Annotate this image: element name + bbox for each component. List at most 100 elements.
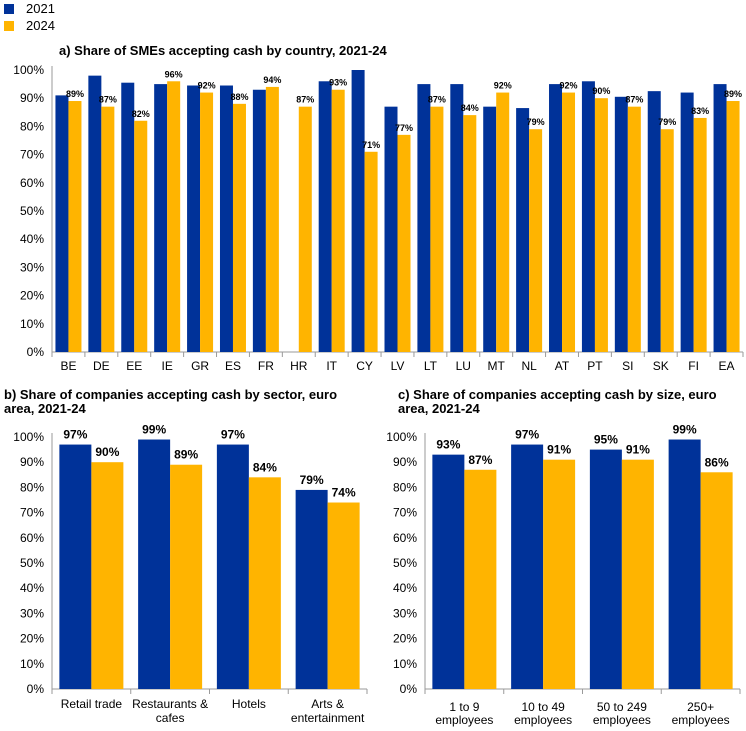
chart-a-ytick-label: 40% bbox=[20, 232, 44, 246]
legend-item-2024: 2024 bbox=[4, 17, 55, 34]
chart-a-bar-2021 bbox=[121, 82, 135, 352]
chart-a-bar-2021 bbox=[647, 91, 661, 353]
chart-a-bar-2021 bbox=[187, 85, 201, 352]
chart-a-ytick-label: 90% bbox=[20, 91, 44, 105]
chart-c-title: c) Share of companies accepting cash by … bbox=[398, 387, 717, 416]
chart-c-data-label-2021: 97% bbox=[515, 428, 539, 442]
chart-a-bar-2021 bbox=[417, 84, 431, 352]
chart-c-category-label: 250+ bbox=[687, 700, 714, 714]
chart-a-bar-2021 bbox=[581, 81, 595, 352]
chart-b-ytick-label: 0% bbox=[27, 682, 45, 696]
chart-a-ytick-label: 80% bbox=[20, 119, 44, 133]
chart-c-data-label-2024: 91% bbox=[547, 443, 571, 457]
chart-a-data-label-2024: 77% bbox=[395, 123, 413, 133]
chart-c-ytick-label: 10% bbox=[393, 657, 417, 671]
chart-c-ytick-label: 60% bbox=[393, 531, 417, 545]
chart-a-data-label-2024: 92% bbox=[198, 81, 216, 91]
chart-c-category-label: 10 to 49 bbox=[521, 700, 565, 714]
chart-b-ytick-label: 100% bbox=[13, 430, 44, 444]
chart-c-category-label: 1 to 9 bbox=[449, 700, 479, 714]
chart-a-bar-2024 bbox=[397, 134, 411, 352]
chart-b-bar-2021 bbox=[295, 489, 328, 689]
chart-c-category-label: employees bbox=[593, 713, 651, 727]
chart-b-ytick-label: 10% bbox=[20, 657, 44, 671]
chart-a-category-label: PT bbox=[587, 359, 603, 373]
chart-a-data-label-2024: 92% bbox=[494, 81, 512, 91]
chart-b-ytick-label: 40% bbox=[20, 581, 44, 595]
chart-c-bar-2024 bbox=[464, 469, 497, 689]
chart-a-bar-2021 bbox=[252, 89, 266, 353]
chart-a-bar-2021 bbox=[351, 70, 365, 352]
chart-a-data-label-2024: 96% bbox=[165, 69, 183, 79]
chart-a-ytick-label: 30% bbox=[20, 260, 44, 274]
chart-c-ytick-label: 30% bbox=[393, 606, 417, 620]
chart-b-ytick-label: 30% bbox=[20, 606, 44, 620]
chart-a-bar-2021 bbox=[549, 84, 563, 352]
chart-a-bar-2024 bbox=[693, 117, 707, 352]
chart-b-bar-2021 bbox=[59, 444, 92, 689]
chart-c-ytick-label: 90% bbox=[393, 455, 417, 469]
chart-c-data-label-2021: 95% bbox=[594, 433, 618, 447]
chart-b-data-label-2021: 97% bbox=[221, 428, 245, 442]
chart-a-bar-2021 bbox=[55, 95, 69, 352]
chart-c-category-label: 50 to 249 bbox=[597, 700, 647, 714]
chart-c-data-label-2024: 86% bbox=[705, 455, 729, 469]
chart-a-ytick-label: 20% bbox=[20, 289, 44, 303]
chart-c-data-label-2024: 87% bbox=[468, 453, 492, 467]
chart-a-data-label-2024: 89% bbox=[66, 89, 84, 99]
chart-a-bar-2024 bbox=[496, 92, 510, 352]
chart-a-bar-2024 bbox=[562, 92, 576, 352]
chart-a-data-label-2024: 71% bbox=[362, 140, 380, 150]
chart-c-ytick-label: 20% bbox=[393, 632, 417, 646]
chart-b-title: b) Share of companies accepting cash by … bbox=[4, 387, 338, 416]
chart-b-data-label-2021: 79% bbox=[300, 473, 324, 487]
chart-a-bar-2021 bbox=[88, 75, 102, 352]
chart-a-bar-2021 bbox=[318, 81, 332, 352]
chart-c-bar-2021 bbox=[432, 454, 465, 689]
chart-b-data-label-2021: 97% bbox=[63, 428, 87, 442]
chart-b-ytick-label: 80% bbox=[20, 480, 44, 494]
chart-a-data-label-2024: 87% bbox=[428, 95, 446, 105]
chart-b-data-label-2024: 90% bbox=[95, 445, 119, 459]
chart-b-data-label-2024: 84% bbox=[253, 460, 277, 474]
chart-b-bar-2021 bbox=[138, 439, 171, 689]
chart-b-ytick-label: 20% bbox=[20, 632, 44, 646]
chart-a-category-label: DE bbox=[93, 359, 110, 373]
chart-b-category-label: Hotels bbox=[232, 697, 266, 711]
legend-label-2024: 2024 bbox=[26, 18, 55, 33]
chart-a-bar-2024 bbox=[298, 106, 312, 352]
chart-c-data-label-2021: 99% bbox=[673, 423, 697, 437]
chart-b-ytick-label: 60% bbox=[20, 531, 44, 545]
chart-b-data-label-2021: 99% bbox=[142, 423, 166, 437]
chart-a-bar-2024 bbox=[68, 101, 82, 353]
chart-a-category-label: HR bbox=[290, 359, 308, 373]
chart-c-ytick-label: 0% bbox=[400, 682, 418, 696]
chart-a-category-label: AT bbox=[555, 359, 570, 373]
chart-a-bar-2021 bbox=[713, 84, 727, 352]
chart-a-bar-2024 bbox=[200, 92, 214, 352]
chart-a-ytick-label: 0% bbox=[27, 345, 45, 359]
chart-a-data-label-2024: 83% bbox=[691, 106, 709, 116]
chart-a-category-label: MT bbox=[488, 359, 506, 373]
chart-a-category-label: FR bbox=[258, 359, 274, 373]
legend-swatch-2021 bbox=[4, 3, 14, 14]
chart-a-category-label: GR bbox=[191, 359, 209, 373]
chart-a-bar-2024 bbox=[364, 151, 378, 352]
chart-a-bar-2024 bbox=[430, 106, 444, 352]
chart-a-bar-2024 bbox=[134, 120, 148, 352]
chart-a-bar-2024 bbox=[660, 129, 674, 352]
chart-a-data-label-2024: 79% bbox=[527, 117, 545, 127]
chart-a-category-label: LU bbox=[456, 359, 471, 373]
chart-a-category-label: BE bbox=[60, 359, 76, 373]
chart-a-data-label-2024: 84% bbox=[461, 103, 479, 113]
chart-c-ytick-label: 100% bbox=[386, 430, 417, 444]
chart-a-category-label: FI bbox=[688, 359, 699, 373]
chart-a-category-label: SK bbox=[653, 359, 669, 373]
legend-swatch-2024 bbox=[4, 20, 14, 31]
chart-a-bar-2024 bbox=[594, 98, 608, 352]
chart-a-bar-2024 bbox=[265, 86, 279, 353]
chart-a-category-label: LT bbox=[424, 359, 438, 373]
chart-a-bar-2024 bbox=[627, 106, 641, 352]
chart-b-data-label-2024: 89% bbox=[174, 448, 198, 462]
